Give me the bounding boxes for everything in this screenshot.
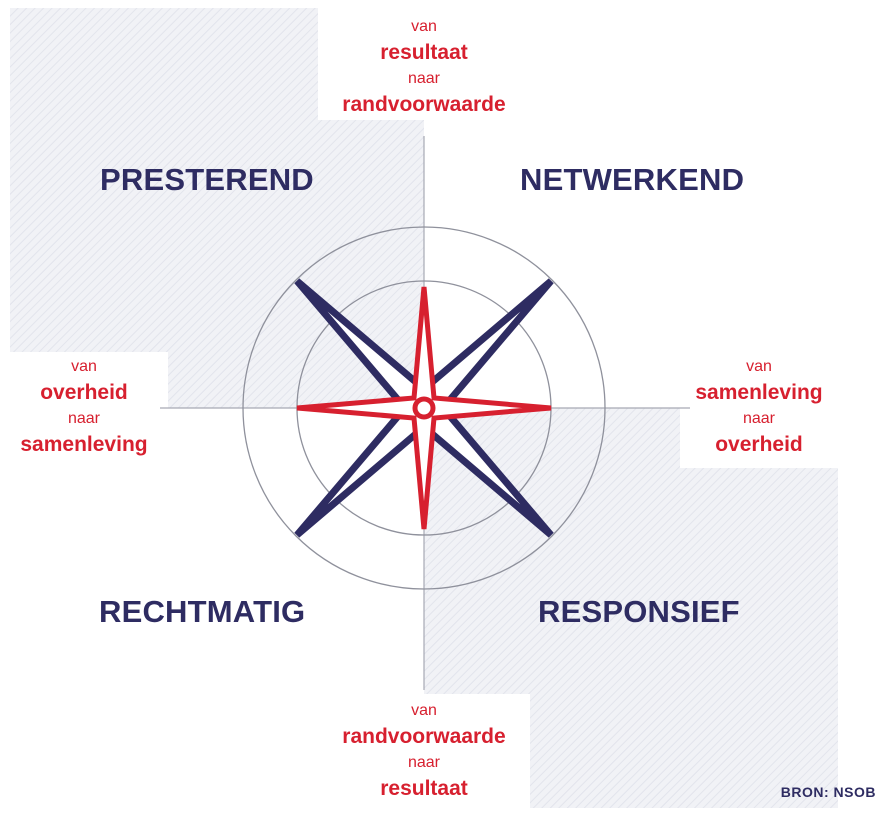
axis-right-to-word: naar — [742, 410, 776, 427]
center-ring-icon — [412, 396, 436, 420]
axis-left-to: samenleving — [20, 433, 148, 456]
axis-text-top: van resultaat naar randvoorwaarde — [324, 14, 524, 118]
axis-bottom-to-word: naar — [407, 754, 441, 771]
axis-text-right: van samenleving naar overheid — [682, 354, 836, 458]
axis-left-to-word: naar — [67, 410, 101, 427]
quadrant-label-responsief: RESPONSIEF — [538, 594, 740, 629]
left-text-bg — [0, 352, 168, 468]
axis-right-to: overheid — [715, 433, 803, 456]
axis-right-from: samenleving — [695, 381, 823, 404]
axis-left-from: overheid — [40, 381, 128, 404]
right-text-bg — [680, 352, 838, 468]
outer-ring — [242, 226, 606, 590]
axis-bottom-from: randvoorwaarde — [342, 725, 506, 748]
bottom-text-bg — [318, 694, 530, 808]
quadrant-label-rechtmatig: RECHTMATIG — [99, 594, 306, 629]
axis-top-from-word: van — [411, 18, 437, 35]
axis-left-from-word: van — [71, 358, 97, 375]
axis-bottom-to: resultaat — [380, 777, 468, 800]
axis-top-to-word: naar — [407, 70, 441, 87]
axis-top-to: randvoorwaarde — [342, 93, 506, 116]
quadrant-label-netwerkend: NETWERKEND — [520, 162, 745, 197]
axis-text-left: van overheid naar samenleving — [2, 354, 166, 458]
axis-right-from-word: van — [746, 358, 772, 375]
axis-top-from: resultaat — [380, 41, 468, 64]
top-text-bg — [318, 8, 530, 120]
axis-bottom-from-word: van — [411, 702, 437, 719]
axis-text-bottom: van randvoorwaarde naar resultaat — [324, 698, 524, 802]
quadrant-label-presterend: PRESTEREND — [100, 162, 314, 197]
source-credit: BRON: NSOB — [780, 784, 876, 800]
